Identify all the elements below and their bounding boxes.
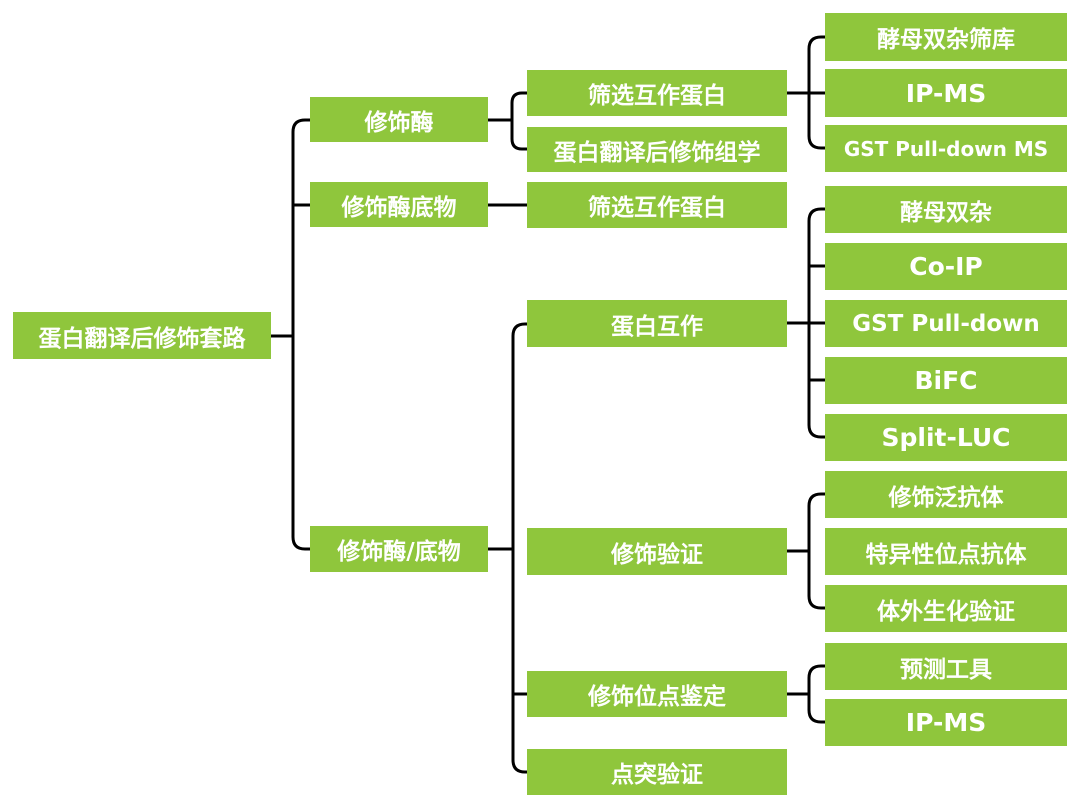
y2h-library-node: 酵母双杂筛库 (825, 13, 1067, 61)
prediction-tools-node: 预测工具 (825, 643, 1067, 690)
pan-antibody-node: 修饰泛抗体 (825, 471, 1067, 518)
gst-pulldown-ms-node: GST Pull-down MS (825, 125, 1067, 172)
site-antibody-node: 特异性位点抗体 (825, 528, 1067, 575)
point-mutation-validation-node: 点突验证 (527, 749, 787, 795)
enzyme-substrate-node: 修饰酶底物 (310, 182, 488, 227)
ip-ms-node-2: IP-MS (825, 699, 1067, 746)
site-identification-node: 修饰位点鉴定 (527, 671, 787, 717)
co-ip-node: Co-IP (825, 243, 1067, 290)
modification-validation-node: 修饰验证 (527, 528, 787, 575)
in-vitro-assay-node: 体外生化验证 (825, 585, 1067, 632)
protein-interaction-node: 蛋白互作 (527, 300, 787, 347)
screen-interactors-node-2: 筛选互作蛋白 (527, 182, 787, 228)
enzyme-or-substrate-node: 修饰酶/底物 (310, 526, 488, 572)
bifc-node: BiFC (825, 357, 1067, 404)
y2h-node: 酵母双杂 (825, 186, 1067, 233)
gst-pulldown-node: GST Pull-down (825, 300, 1067, 347)
screen-interactors-node: 筛选互作蛋白 (527, 70, 787, 116)
enzyme-node: 修饰酶 (310, 97, 488, 142)
ptm-omics-node: 蛋白翻译后修饰组学 (527, 127, 787, 172)
root-node: 蛋白翻译后修饰套路 (13, 312, 271, 359)
split-luc-node: Split-LUC (825, 414, 1067, 461)
ip-ms-node: IP-MS (825, 69, 1067, 117)
